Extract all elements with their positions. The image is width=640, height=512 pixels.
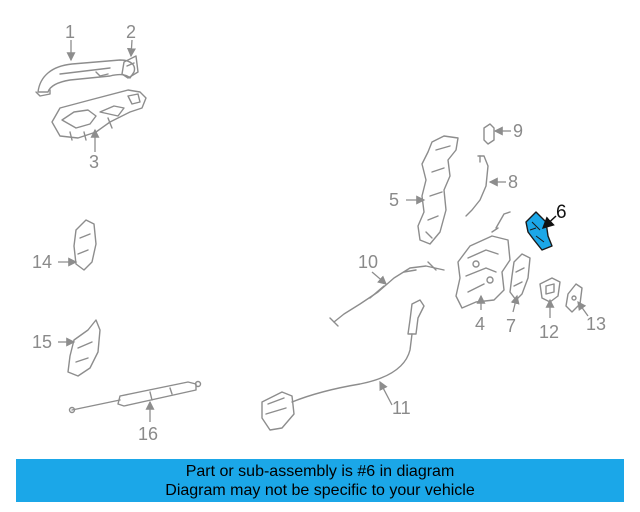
part-3-handle-frame[interactable] xyxy=(51,89,147,141)
callout-labels: 1 2 3 4 5 6 7 8 9 10 11 12 13 14 15 16 xyxy=(32,22,606,444)
callout-12: 12 xyxy=(539,322,559,342)
part-9-clip[interactable] xyxy=(483,123,495,145)
callout-1: 1 xyxy=(65,22,75,42)
callout-6: 6 xyxy=(556,202,567,223)
leader-lines xyxy=(58,39,589,422)
part-12-striker[interactable] xyxy=(539,277,561,303)
callout-3: 3 xyxy=(89,152,99,172)
callout-7: 7 xyxy=(506,316,516,336)
part-16-strut[interactable] xyxy=(68,380,202,414)
part-14-hinge-bracket[interactable] xyxy=(73,219,97,271)
banner-line-2: Diagram may not be specific to your vehi… xyxy=(165,482,475,499)
callout-2: 2 xyxy=(126,22,136,42)
part-13-plate[interactable] xyxy=(565,283,583,313)
part-10-cable[interactable] xyxy=(329,261,445,327)
callout-9: 9 xyxy=(513,121,523,141)
callout-5: 5 xyxy=(389,190,399,210)
part-6-highlighted[interactable] xyxy=(525,211,553,251)
part-1-outside-handle[interactable] xyxy=(35,59,136,97)
part-7-bracket[interactable] xyxy=(509,253,531,301)
part-15-hinge-bracket[interactable] xyxy=(67,319,101,377)
part-5-latch-bracket[interactable] xyxy=(417,135,459,245)
callout-11: 11 xyxy=(392,398,411,418)
callout-8: 8 xyxy=(508,172,518,192)
callout-16: 16 xyxy=(138,424,158,444)
info-banner: Part or sub-assembly is #6 in diagram Di… xyxy=(16,459,624,502)
callout-14: 14 xyxy=(32,252,52,272)
part-11-actuator-cable[interactable] xyxy=(261,299,425,431)
banner-line-1: Part or sub-assembly is #6 in diagram xyxy=(185,463,455,480)
part-4-door-latch[interactable] xyxy=(455,211,511,309)
callout-15: 15 xyxy=(32,332,52,352)
callout-4: 4 xyxy=(475,314,485,334)
part-8-rod[interactable] xyxy=(465,155,489,217)
callout-10: 10 xyxy=(358,252,378,272)
callout-13: 13 xyxy=(586,314,606,334)
